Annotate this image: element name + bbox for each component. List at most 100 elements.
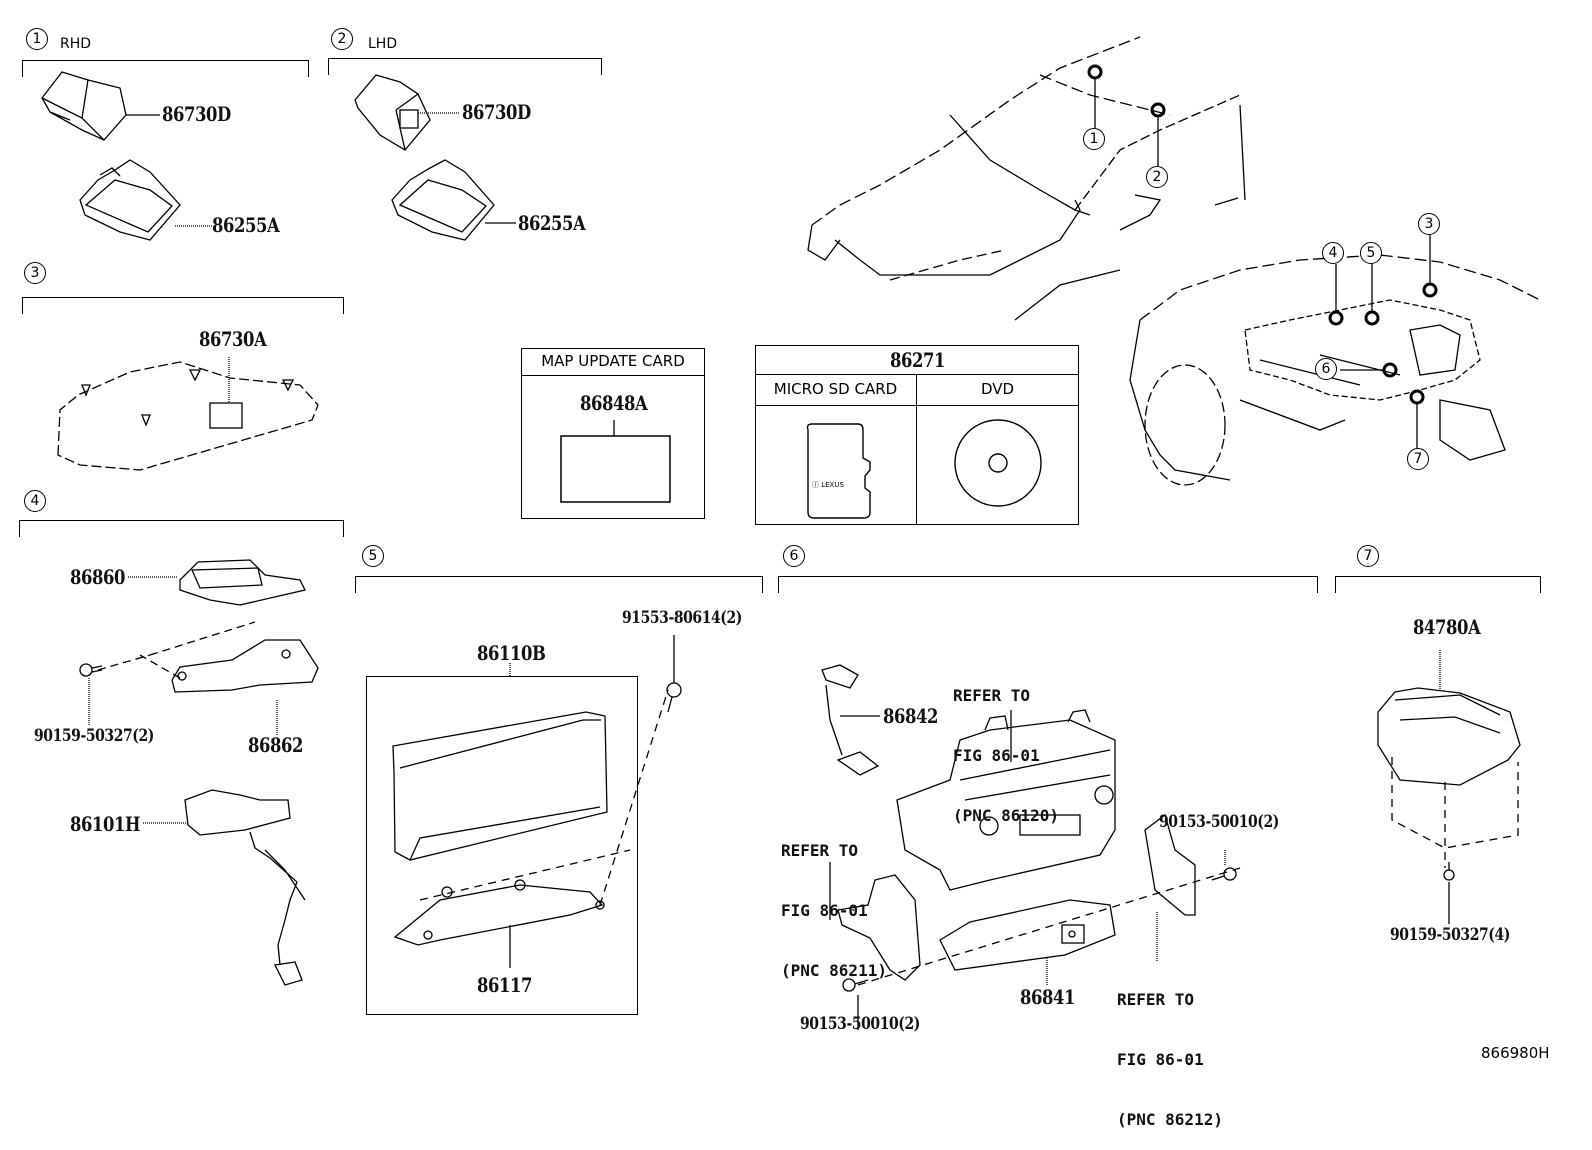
refer-note-line: (PNC 86211) — [781, 961, 887, 980]
locator-leader-lines — [1094, 78, 1431, 448]
screw-90159-50327-4-drawing — [1443, 862, 1455, 881]
assembly-dashed-line — [97, 621, 256, 679]
refer-note-pnc-86120[interactable]: REFER TO FIG 86-01 (PNC 86120) — [953, 646, 1059, 846]
screw-90153-left-drawing — [842, 978, 869, 992]
refer-note-line: FIG 86-01 — [953, 746, 1040, 765]
map-card-drawing — [560, 435, 671, 503]
bezel-86255a-rhd-drawing — [79, 159, 181, 241]
locator-callout-1[interactable]: 1 — [1083, 128, 1105, 150]
screw-90159-50327-drawing — [79, 663, 103, 677]
group-4-number: 4 — [24, 490, 46, 512]
assembly-dashed-line — [1391, 757, 1519, 868]
refer-note-line: FIG 86-01 — [1117, 1050, 1204, 1069]
parts-line-art: ⓛ LEXUS — [41, 36, 1541, 1030]
display-86110b-drawing — [392, 711, 608, 861]
part-number-86860[interactable]: 86860 — [70, 565, 126, 589]
locator-callout-5[interactable]: 5 — [1360, 242, 1382, 264]
group-6-bracket — [778, 576, 1318, 593]
side-bracket-right-drawing — [1144, 813, 1196, 916]
group-7-number: 7 — [1357, 545, 1379, 567]
sd-brand-logo-text: ⓛ LEXUS — [812, 481, 844, 489]
group-5-bracket — [355, 576, 763, 593]
figure-id: 866980H — [1481, 1044, 1550, 1062]
group-4-bracket — [19, 520, 344, 537]
refer-note-line: (PNC 86212) — [1117, 1110, 1223, 1129]
module-84780a-drawing — [1377, 687, 1521, 786]
group-7-bracket — [1335, 576, 1541, 593]
locator-callout-2[interactable]: 2 — [1146, 166, 1168, 188]
locator-pins — [1087, 64, 1438, 405]
bracket-86862-drawing — [171, 639, 319, 693]
dvd-header: DVD — [980, 380, 1015, 398]
cable-86842-drawing — [821, 664, 880, 776]
bezel-86255a-lhd-drawing — [391, 159, 495, 241]
group-2-number: 2 — [331, 28, 353, 50]
assembly-dashed-line — [857, 867, 1241, 986]
group-1-label: RHD — [60, 36, 92, 52]
group-3-bracket — [22, 297, 344, 314]
part-number-86848a[interactable]: 86848A — [580, 391, 648, 415]
bracket-86117-drawing — [393, 879, 605, 946]
micro-sd-card-icon — [806, 423, 871, 519]
assembly-dashed-line — [419, 689, 669, 906]
group-1-bracket — [22, 60, 309, 77]
part-number-86730a[interactable]: 86730A — [199, 327, 267, 351]
head-unit-86120-drawing — [896, 709, 1116, 891]
group-5-number: 5 — [362, 545, 384, 567]
refer-note-line: FIG 86-01 — [781, 901, 868, 920]
vehicle-interior-drawing — [1129, 254, 1541, 486]
screw-90153-right-drawing — [1211, 867, 1237, 881]
group-2-label: LHD — [368, 36, 398, 52]
part-number-86117[interactable]: 86117 — [477, 973, 533, 997]
group-1-number: 1 — [26, 28, 48, 50]
map-lamp-86730a-drawing — [57, 361, 319, 471]
dvd-hole-icon — [988, 453, 1008, 473]
navigation-ecu-86841-drawing — [939, 899, 1116, 971]
group-2-bracket — [328, 58, 602, 75]
side-bracket-left-drawing — [837, 874, 921, 981]
part-number-86730d-lhd[interactable]: 86730D — [462, 100, 531, 124]
media-table-box — [755, 345, 1079, 525]
refer-note-line: REFER TO — [953, 686, 1031, 705]
map-update-card-title: MAP UPDATE CARD — [541, 352, 685, 370]
part-number-86841[interactable]: 86841 — [1020, 985, 1076, 1009]
part-number-86255a-lhd[interactable]: 86255A — [518, 211, 586, 235]
locator-callout-3[interactable]: 3 — [1418, 213, 1440, 235]
part-number-90153-50010-2-right[interactable]: 90153-50010(2) — [1159, 812, 1279, 832]
refer-note-pnc-86211[interactable]: REFER TO FIG 86-01 (PNC 86211) — [781, 801, 887, 1001]
group-6-number: 6 — [783, 545, 805, 567]
locator-callout-6[interactable]: 6 — [1315, 358, 1337, 380]
part-number-84780a[interactable]: 84780A — [1413, 615, 1481, 639]
part-number-86110b[interactable]: 86110B — [477, 641, 546, 665]
screw-91553-80614-drawing — [666, 682, 682, 713]
map-update-card-box — [521, 348, 705, 519]
display-assembly-box — [366, 676, 638, 1015]
part-number-86842[interactable]: 86842 — [883, 704, 939, 728]
refer-note-pnc-86212[interactable]: REFER TO FIG 86-01 (PNC 86212) — [1117, 950, 1223, 1150]
part-number-86730d-rhd[interactable]: 86730D — [162, 102, 231, 126]
switch-86730d-rhd-drawing — [41, 71, 127, 141]
part-number-86255a-rhd[interactable]: 86255A — [212, 213, 280, 237]
map-card-divider — [521, 375, 705, 376]
part-number-91553-80614-2[interactable]: 91553-80614(2) — [622, 608, 742, 628]
part-number-90159-50327-4[interactable]: 90159-50327(4) — [1390, 925, 1510, 945]
media-table-divider-header — [755, 405, 1079, 406]
switch-86730d-lhd-drawing — [354, 74, 431, 151]
media-table-divider-vertical — [916, 374, 917, 524]
locator-callout-7[interactable]: 7 — [1407, 448, 1429, 470]
locator-callout-4[interactable]: 4 — [1322, 242, 1344, 264]
part-number-90159-50327-2[interactable]: 90159-50327(2) — [34, 726, 154, 746]
part-number-86271[interactable]: 86271 — [890, 348, 946, 372]
harness-86101h-drawing — [184, 789, 306, 986]
module-86860-drawing — [179, 559, 306, 606]
micro-sd-card-header: MICRO SD CARD — [773, 380, 898, 398]
refer-note-line: (PNC 86120) — [953, 806, 1059, 825]
group-3-number: 3 — [24, 262, 46, 284]
map-lamp-86730a-detail — [81, 369, 295, 429]
part-number-86101h[interactable]: 86101H — [70, 812, 141, 836]
media-table-divider-top — [755, 374, 1079, 375]
refer-note-line: REFER TO — [781, 841, 859, 860]
part-number-90153-50010-2-left[interactable]: 90153-50010(2) — [800, 1014, 920, 1034]
part-number-86862[interactable]: 86862 — [248, 733, 304, 757]
vehicle-exterior-drawing — [807, 36, 1246, 321]
